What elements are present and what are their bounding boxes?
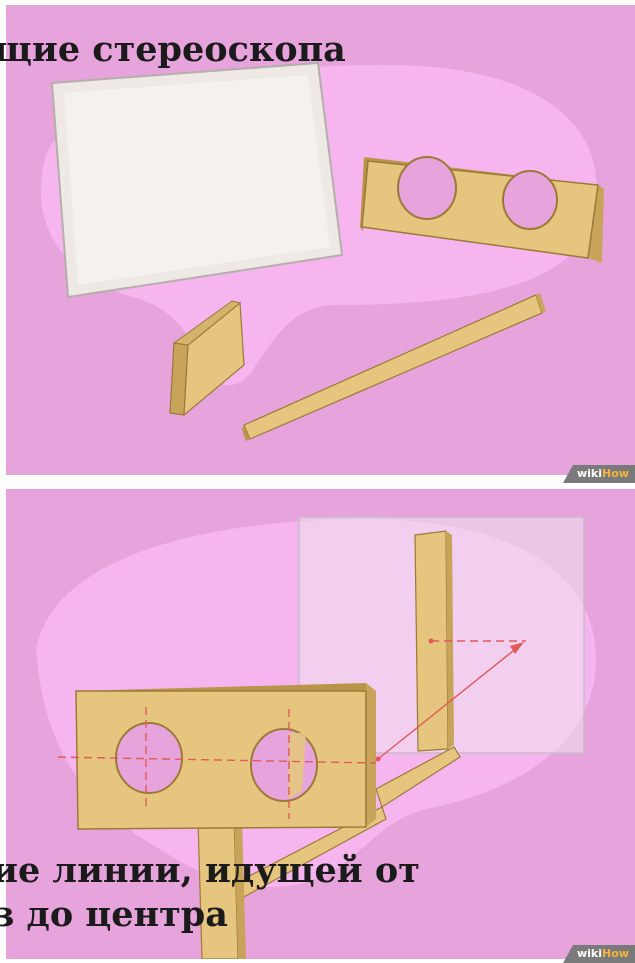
wikihow-watermark: wikiHow	[563, 465, 635, 483]
watermark-prefix: wiki	[577, 467, 602, 480]
step-2-caption-line-2: з до центра	[0, 894, 228, 935]
parts-drawing	[6, 5, 635, 475]
step-1-caption: щие стереоскопа	[0, 28, 346, 72]
eyepiece-board	[76, 683, 376, 829]
center-point	[429, 639, 434, 644]
left-eyehole	[398, 157, 456, 219]
step-2-caption: ие линии, идущей от з до центра	[0, 849, 420, 937]
white-card	[52, 63, 342, 297]
step-1-illustration	[6, 5, 635, 475]
right-eyehole	[503, 171, 557, 229]
watermark-suffix: How	[602, 947, 629, 960]
right-eyehole	[251, 729, 317, 801]
watermark-prefix: wiki	[577, 947, 602, 960]
eye-point	[376, 757, 381, 762]
watermark-suffix: How	[602, 467, 629, 480]
step-2-caption-line-1: ие линии, идущей от	[0, 850, 420, 891]
wikihow-watermark: wikiHow	[563, 945, 635, 963]
